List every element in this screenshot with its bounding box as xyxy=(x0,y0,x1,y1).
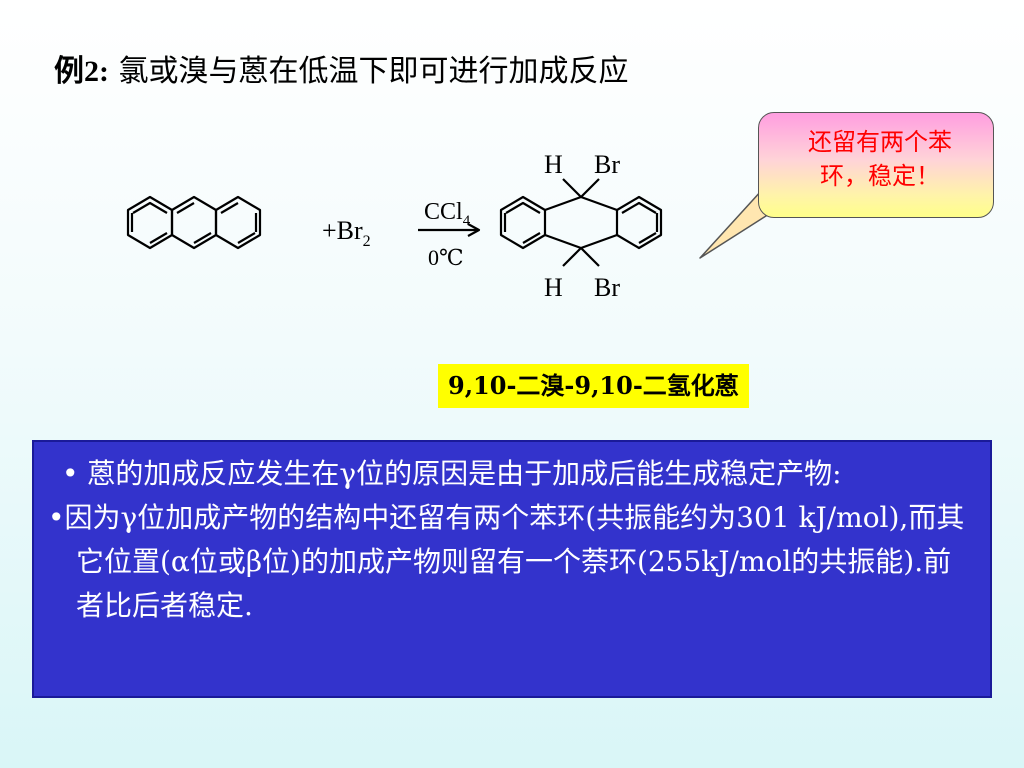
title-text: 氯或溴与蒽在低温下即可进行加成反应 xyxy=(109,54,629,89)
explanation-box: • 蒽的加成反应发生在γ位的原因是由于加成后能生成稳定产物: •因为γ位加成产物… xyxy=(32,440,992,698)
callout-bubble: 还留有两个苯 环，稳定！ xyxy=(758,112,994,218)
top-h-label: H xyxy=(544,150,563,179)
product-structure xyxy=(499,178,663,267)
plus-br2: +Br2 xyxy=(322,216,371,250)
reaction-arrow xyxy=(418,223,481,237)
slide-title: 例2: 氯或溴与蒽在低温下即可进行加成反应 xyxy=(54,46,629,90)
reaction-scheme: +Br2 CCl4 0℃ H Br H Br xyxy=(126,150,663,302)
explanation-bullet-2: •因为γ位加成产物的结构中还留有两个苯环(共振能约为301 kJ/mol),而其… xyxy=(48,501,965,622)
bottom-h-label: H xyxy=(544,273,563,302)
bottom-br-label: Br xyxy=(594,273,620,302)
example-number: 例2: xyxy=(54,55,109,88)
anthracene-structure xyxy=(126,195,262,250)
callout-line-1: 还留有两个苯 xyxy=(808,128,952,156)
product-name-label: 9,10-二溴-9,10-二氢化蒽 xyxy=(438,364,749,408)
solvent-label: CCl4 xyxy=(424,199,471,229)
callout-line-2: 环，稳定！ xyxy=(820,162,940,190)
temperature-label: 0℃ xyxy=(428,245,464,270)
top-br-label: Br xyxy=(594,150,620,179)
explanation-bullet-1: • 蒽的加成反应发生在γ位的原因是由于加成后能生成稳定产物: xyxy=(62,457,842,490)
